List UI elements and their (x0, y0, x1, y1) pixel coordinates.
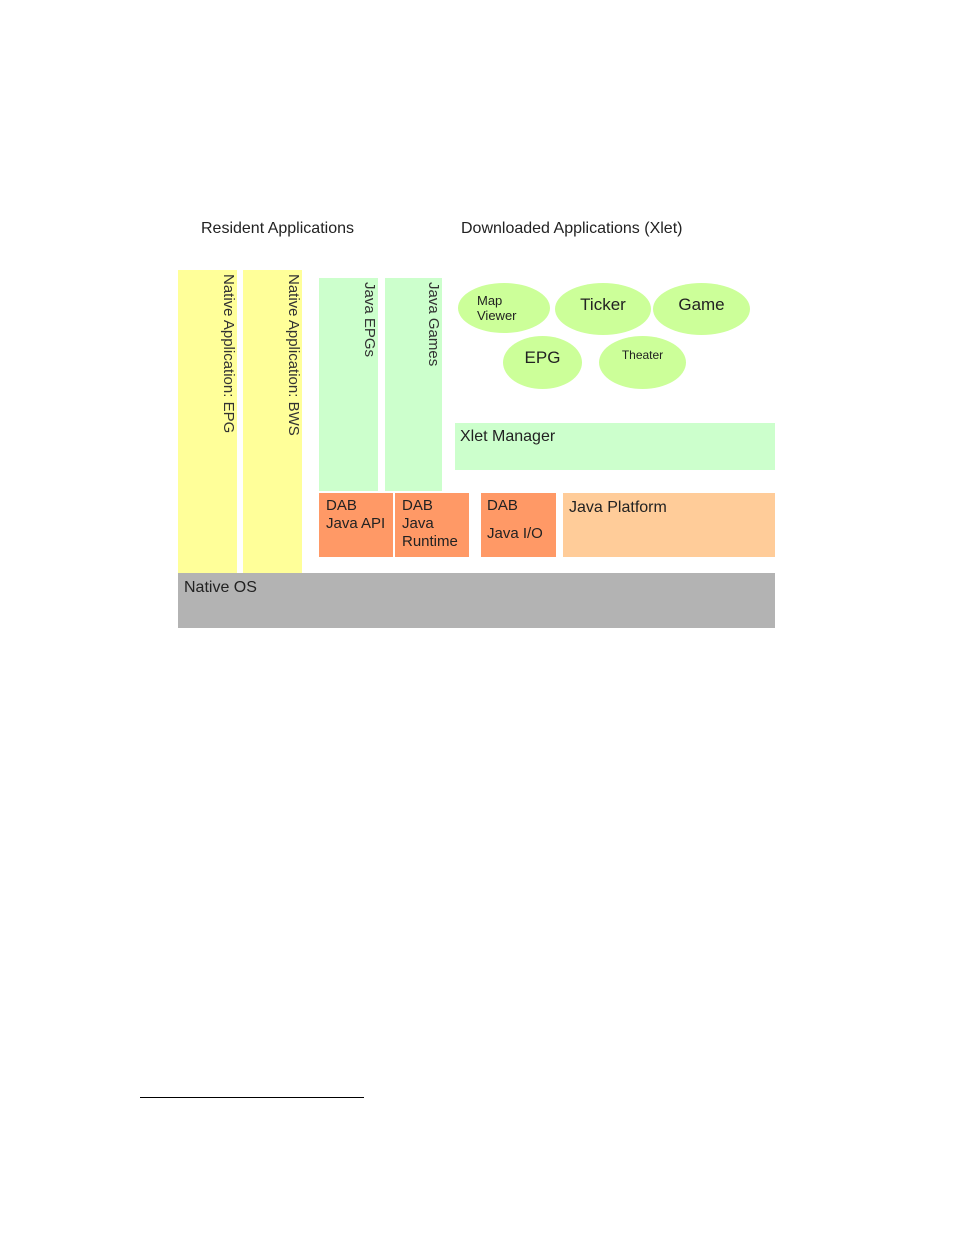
dab-java-api-label: DAB Java API (326, 497, 385, 533)
footnote-separator (140, 1097, 364, 1098)
dab-java-io-label-line2: Java I/O (487, 525, 543, 543)
dab-java-io-box: DAB Java I/O (481, 493, 556, 557)
dab-java-io-label-line1: DAB (487, 497, 518, 515)
resident-applications-heading: Resident Applications (201, 220, 354, 238)
xlet-theater-label: Theater (622, 348, 663, 363)
xlet-theater: Theater (599, 336, 686, 389)
xlet-epg: EPG (503, 336, 582, 389)
java-games-label: Java Games (385, 282, 442, 366)
xlet-manager-box: Xlet Manager (455, 423, 775, 470)
xlet-ticker: Ticker (555, 283, 651, 335)
downloaded-applications-heading: Downloaded Applications (Xlet) (461, 220, 682, 238)
xlet-map-viewer: Map Viewer (458, 283, 550, 333)
xlet-epg-label: EPG (525, 350, 561, 365)
xlet-manager-label: Xlet Manager (460, 428, 555, 446)
java-epgs-box: Java EPGs (319, 278, 378, 491)
java-games-box: Java Games (385, 278, 442, 491)
dab-java-runtime-box: DAB Java Runtime (395, 493, 469, 557)
native-application-epg-box: Native Application: EPG (178, 270, 237, 574)
native-application-bws-label: Native Application: BWS (243, 274, 302, 436)
native-application-bws-box: Native Application: BWS (243, 270, 302, 574)
native-application-epg-label: Native Application: EPG (178, 274, 237, 433)
xlet-game-label: Game (678, 297, 724, 312)
xlet-game: Game (653, 283, 750, 335)
dab-java-api-box: DAB Java API (319, 493, 393, 557)
java-platform-box: Java Platform (563, 493, 775, 557)
java-platform-label: Java Platform (569, 499, 667, 517)
xlet-ticker-label: Ticker (580, 297, 626, 312)
native-os-label: Native OS (184, 579, 257, 597)
xlet-map-viewer-label: Map Viewer (477, 293, 517, 323)
native-os-box: Native OS (178, 573, 775, 628)
java-epgs-label: Java EPGs (319, 282, 378, 357)
dab-java-runtime-label: DAB Java Runtime (402, 497, 458, 551)
